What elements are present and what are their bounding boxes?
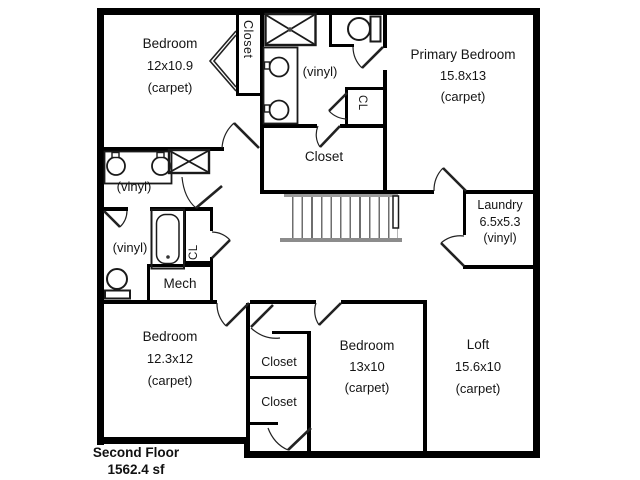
wall (183, 211, 186, 264)
door-linen-closet (211, 231, 231, 259)
wall-exterior-bottom-left (97, 437, 250, 444)
door-water-closet (352, 46, 384, 69)
room-label-closet-top-left: Closet (241, 20, 255, 59)
room-dims: 12.3x12 (146, 351, 194, 366)
wall (463, 265, 533, 269)
door-primary-bedroom (433, 167, 467, 192)
room-floor: (carpet) (440, 89, 486, 104)
room-dims: 13x10 (349, 359, 385, 374)
sink-icon (268, 99, 290, 121)
wall (250, 300, 316, 304)
room-label-bedroom-top-left: Bedroom 12x10.9 (carpet) (101, 33, 239, 99)
floor-hatch-icon (167, 148, 211, 175)
room-label-hall-vanity: (vinyl) (116, 179, 152, 194)
sink-icon (268, 56, 290, 78)
room-name: Bedroom (339, 338, 395, 353)
wall (383, 70, 387, 193)
room-label-water-closet: CL (356, 95, 368, 111)
wall-exterior-left (97, 8, 104, 445)
wall (250, 422, 278, 425)
wall (383, 14, 387, 48)
wall (272, 331, 307, 334)
door-closet-lower-lower (267, 427, 312, 451)
room-name: Bedroom (142, 36, 198, 51)
door-closet-middle (315, 125, 341, 148)
wall (250, 376, 307, 379)
wall (345, 90, 348, 126)
door-bath-left (103, 210, 128, 228)
room-floor: (carpet) (455, 381, 501, 396)
room-dims: 15.6x10 (454, 359, 502, 374)
wall (236, 14, 239, 96)
wall-exterior-step (244, 437, 250, 458)
room-dims: 15.8x13 (439, 68, 487, 83)
sink-icon (106, 156, 126, 176)
room-label-primary-bedroom: Primary Bedroom 15.8x13 (carpet) (392, 44, 534, 107)
room-name: Primary Bedroom (410, 47, 516, 62)
wall (341, 300, 427, 304)
wall (463, 194, 466, 235)
floor-summary-label: Second Floor 1562.4 sf (84, 444, 188, 478)
wall (423, 302, 427, 452)
wall (150, 207, 213, 211)
wall (210, 207, 213, 231)
door-bedroom-bottom-left (216, 302, 250, 327)
room-name: Loft (466, 337, 490, 352)
wall (329, 14, 332, 47)
wall (260, 190, 434, 194)
room-label-mech: Mech (163, 276, 197, 291)
room-dims: 6.5x5.3 (479, 214, 521, 229)
room-floor: (carpet) (147, 80, 193, 95)
wall (260, 14, 264, 193)
wall-exterior-right (533, 8, 540, 458)
floor-title: Second Floor (92, 445, 180, 460)
wall (183, 261, 213, 264)
room-floor: (vinyl) (483, 231, 517, 245)
wall-exterior-bottom-right (244, 451, 540, 458)
room-label-bath-top: (vinyl) (302, 64, 338, 79)
room-label-closet-lower-upper: Closet (261, 355, 297, 369)
wall (246, 303, 250, 437)
wall (340, 124, 387, 128)
room-floor: (carpet) (344, 380, 390, 395)
door-bedroom-bottom-middle (314, 302, 342, 326)
room-label-bath-left: (vinyl) (112, 240, 148, 255)
toilet-icon (347, 15, 382, 43)
room-label-closet-middle: Closet (304, 149, 344, 164)
wall (103, 207, 128, 211)
toilet-icon (104, 268, 131, 300)
room-label-bedroom-bottom-left: Bedroom 12.3x12 (carpet) (100, 326, 240, 392)
wall (264, 124, 317, 128)
wall (463, 190, 533, 194)
vanity-icon (262, 46, 299, 125)
room-label-closet-lower-lower: Closet (261, 395, 297, 409)
room-label-loft: Loft 15.6x10 (carpet) (424, 334, 532, 400)
room-name: Laundry (477, 198, 523, 212)
door-laundry (440, 235, 465, 267)
shower-icon (264, 12, 317, 47)
door-bedroom-top-left (221, 122, 260, 149)
wall (210, 257, 213, 303)
sink-icon (151, 156, 171, 176)
wall-exterior-top (97, 8, 540, 15)
room-label-linen-closet: CL (188, 244, 200, 260)
wall (329, 44, 354, 47)
staircase (284, 194, 398, 239)
wall (103, 300, 217, 304)
wall (345, 87, 387, 90)
wall (236, 93, 264, 96)
wall (103, 147, 224, 151)
staircase-base (280, 238, 402, 242)
wall (147, 264, 150, 303)
room-label-bedroom-bottom-middle: Bedroom 13x10 (carpet) (312, 335, 422, 398)
room-label-laundry: Laundry 6.5x5.3 (vinyl) (464, 197, 536, 247)
wall (147, 264, 213, 267)
wall (307, 331, 311, 452)
room-dims: 12x10.9 (146, 58, 194, 73)
door-corridor (181, 176, 223, 209)
floor-area: 1562.4 sf (107, 462, 165, 477)
room-floor: (carpet) (147, 373, 193, 388)
room-name: Bedroom (142, 329, 198, 344)
